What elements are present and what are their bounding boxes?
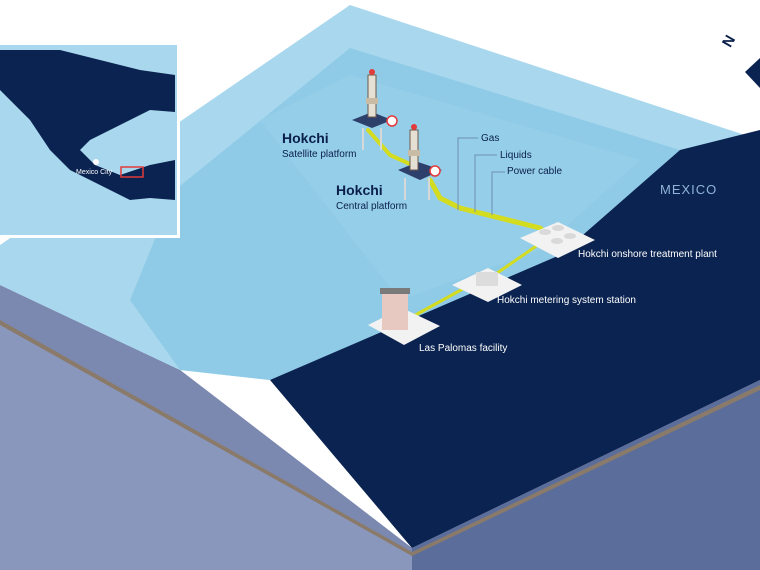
- treatment-plant-label: Hokchi onshore treatment plant: [578, 249, 717, 260]
- central-platform-name: Hokchi: [336, 182, 383, 198]
- legend-power-cable: Power cable: [507, 166, 562, 177]
- satellite-helipad-icon: [386, 115, 398, 127]
- las-palomas-facility: [368, 288, 440, 345]
- country-label: MEXICO: [660, 182, 717, 197]
- central-platform-description: Central platform: [336, 201, 407, 212]
- treatment-plant: [520, 222, 595, 258]
- block-side-left-dark: [0, 285, 412, 552]
- satellite-platform-description: Satellite platform: [282, 149, 356, 160]
- legend-line-liquids: [474, 154, 497, 212]
- legend-liquids: Liquids: [500, 150, 532, 161]
- sea-shallow-zone: [130, 48, 680, 380]
- land-mexico: [270, 130, 760, 548]
- legend-line-power: [491, 171, 505, 215]
- satellite-platform: [352, 69, 398, 150]
- las-palomas-label: Las Palomas facility: [419, 343, 507, 354]
- inset-map-mexico-landmass: [0, 50, 175, 200]
- metering-station: [452, 268, 522, 302]
- central-platform: [398, 124, 442, 200]
- inset-map: Mexico City: [0, 42, 180, 238]
- legend-line-gas: [457, 137, 478, 210]
- inset-map-city-dot: [93, 159, 99, 165]
- pipeline-satellite-to-central: [366, 128, 414, 167]
- legend-gas: Gas: [481, 133, 499, 144]
- compass-north-label: N: [719, 32, 739, 50]
- inset-map-region-marker: [120, 166, 144, 178]
- inset-map-city-label: Mexico City: [76, 169, 113, 176]
- metering-station-label: Hokchi metering system station: [497, 295, 636, 306]
- pipeline-metering-to-palomas: [409, 283, 471, 320]
- central-helipad-icon: [429, 165, 441, 177]
- satellite-platform-name: Hokchi: [282, 130, 329, 146]
- compass-icon: N: [719, 32, 760, 88]
- pipeline-plant-to-metering: [489, 238, 546, 280]
